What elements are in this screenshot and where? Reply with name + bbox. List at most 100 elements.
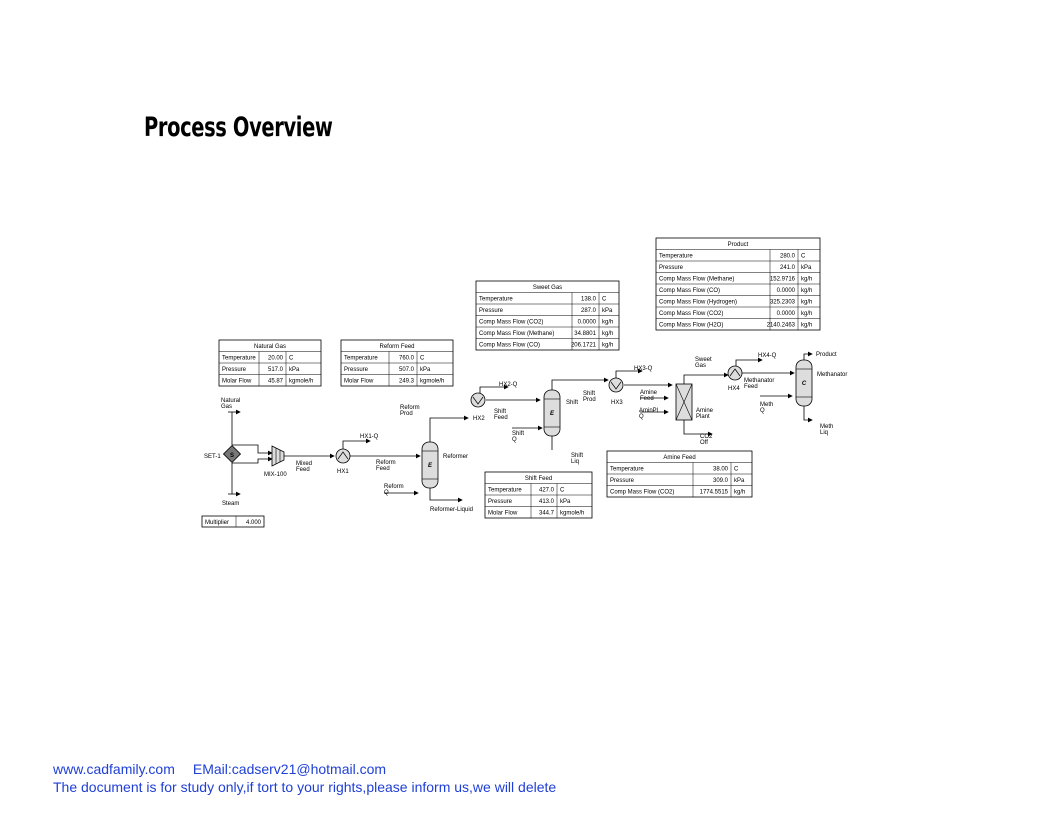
table-cell-unit: kPa <box>602 308 613 314</box>
table-cell-value: 517.0 <box>268 367 284 373</box>
shift-prod-stream <box>551 377 609 392</box>
footer-website[interactable]: www.cadfamily.com <box>53 761 175 777</box>
table-cell-value: 413.0 <box>539 499 555 505</box>
stream-lines <box>228 351 813 503</box>
table-cell-unit: kPa <box>289 367 300 373</box>
table-cell-unit: kg/h <box>602 343 613 349</box>
hx3-label: HX3 <box>611 400 623 406</box>
table-cell-unit: kPa <box>420 367 431 373</box>
amine-plant-label-1: Amine <box>696 408 714 414</box>
table-cell-label: Pressure <box>659 265 684 271</box>
page-title: Process Overview <box>144 112 333 143</box>
table-title: Reform Feed <box>379 344 414 350</box>
amine-plant-unit[interactable] <box>675 383 693 421</box>
table-cell-value: 2140.2463 <box>767 323 796 329</box>
table-cell-unit: kg/h <box>801 300 812 306</box>
methanator-label: Methanator <box>817 372 847 378</box>
hx3-unit[interactable]: HX3 HX3-Q <box>608 366 653 406</box>
shift-liq-label-2: Liq <box>571 459 579 465</box>
table-cell-value: 427.0 <box>539 488 555 494</box>
reform-feed-label-1: Reform <box>376 460 396 466</box>
set-1-unit[interactable]: S SET-1 <box>204 444 242 464</box>
multiplier-value: 4.000 <box>246 520 262 526</box>
table-cell-unit: kPa <box>801 265 812 271</box>
footer-line-1: www.cadfamily.com EMail:cadserv21@hotmail… <box>53 761 386 777</box>
table-cell-unit: kgmole/h <box>289 379 313 385</box>
table-cell-label: Molar Flow <box>222 379 252 385</box>
table-cell-value: 344.7 <box>539 511 555 517</box>
reform-prod-label-2: Prod <box>400 411 413 417</box>
table-cell-value: 38.00 <box>713 467 729 473</box>
natural-gas-label-1: Natural <box>221 398 240 404</box>
set-1-label: SET-1 <box>204 454 221 460</box>
reform-q-label-2: Q <box>384 490 389 496</box>
table-frame <box>201 515 265 528</box>
shift-prod-label-1: Shift <box>583 391 595 397</box>
meth-q-label-2: Q <box>760 408 765 414</box>
table-title: Product <box>728 242 749 248</box>
stream-labels: Natural Gas Steam Mixed Feed Reform Feed… <box>221 352 837 507</box>
cooler-icon <box>608 377 624 393</box>
table-cell-unit: kPa <box>560 499 571 505</box>
table-title: Amine Feed <box>663 455 695 461</box>
reformer-label: Reformer <box>443 454 468 460</box>
hx1-q-label: HX1-Q <box>360 434 379 440</box>
table-cell-unit: C <box>289 356 294 362</box>
table-cell-label: Comp Mass Flow (Hydrogen) <box>659 300 737 306</box>
co2-off-label-2: Off <box>700 440 708 446</box>
footer-email[interactable]: EMail:cadserv21@hotmail.com <box>192 761 387 777</box>
hx1-unit[interactable]: HX1 HX1-Q <box>335 434 379 475</box>
hx4-q-label: HX4-Q <box>758 353 777 359</box>
reformer-icon-letter: E <box>428 463 433 469</box>
meth-liq-label-1: Meth <box>820 424 833 430</box>
set-diamond-icon <box>222 444 242 464</box>
shift-reactor-unit[interactable]: E Shift <box>543 389 578 437</box>
mixed-feed-label-2: Feed <box>296 467 310 473</box>
hx4-label: HX4 <box>728 386 740 392</box>
table-cell-label: Comp Mass Flow (Methane) <box>659 277 734 283</box>
table-cell-label: Comp Mass Flow (CO2) <box>610 490 674 496</box>
table-cell-label: Comp Mass Flow (CO2) <box>659 311 723 317</box>
table-cell-value: 1774.5515 <box>700 490 729 496</box>
table-cell-value: 760.0 <box>399 356 415 362</box>
table-cell-unit: kg/h <box>602 320 613 326</box>
table-cell-unit: kgmole/h <box>560 511 584 517</box>
methanator-unit[interactable]: C Methanator <box>795 359 847 407</box>
table-cell-unit: kg/h <box>801 323 812 329</box>
mix-100-label: MIX-100 <box>264 472 287 478</box>
table-cell-value: 0.0000 <box>777 311 796 317</box>
sweet-gas-label-1: Sweet <box>695 357 712 363</box>
table-cell-label: Temperature <box>610 467 644 473</box>
table-cell-label: Temperature <box>222 356 256 362</box>
table-cell-label: Pressure <box>479 308 504 314</box>
sweet-gas-stream <box>683 372 729 385</box>
reform-prod-stream <box>429 415 469 448</box>
table-cell-unit: kPa <box>734 478 745 484</box>
hx3-q-label: HX3-Q <box>634 366 653 372</box>
heater-icon <box>727 365 743 381</box>
table-cell-value: 249.3 <box>399 379 415 385</box>
hx4-unit[interactable]: HX4 HX4-Q <box>727 353 777 392</box>
natural-gas-label-2: Gas <box>221 404 232 410</box>
table-cell-label: Pressure <box>610 478 635 484</box>
table-title: Shift Feed <box>525 476 552 482</box>
table-cell-label: Temperature <box>488 488 522 494</box>
aminpl-q-label-1: AminPl <box>639 408 658 414</box>
shift-prod-label-2: Prod <box>583 397 596 403</box>
mix-100-unit[interactable]: MIX-100 <box>264 445 287 478</box>
aminpl-q-label-2: Q <box>639 414 644 420</box>
reformer-unit[interactable]: E Reformer Reformer-Liquid <box>421 441 473 513</box>
table-cell-value: 34.8801 <box>574 331 596 337</box>
table-cell-unit: kg/h <box>801 311 812 317</box>
reform-prod-label-1: Reform <box>400 405 420 411</box>
methanator-feed-label-1: Methanator <box>744 378 774 384</box>
table-cell-label: Temperature <box>479 297 513 303</box>
table-cell-label: Pressure <box>222 367 247 373</box>
table-cell-value: 0.0000 <box>777 288 796 294</box>
table-cell-value: 241.0 <box>780 265 796 271</box>
table-cell-value: 325.2303 <box>770 300 796 306</box>
hx2-unit[interactable]: HX2 HX2-Q <box>470 382 518 422</box>
